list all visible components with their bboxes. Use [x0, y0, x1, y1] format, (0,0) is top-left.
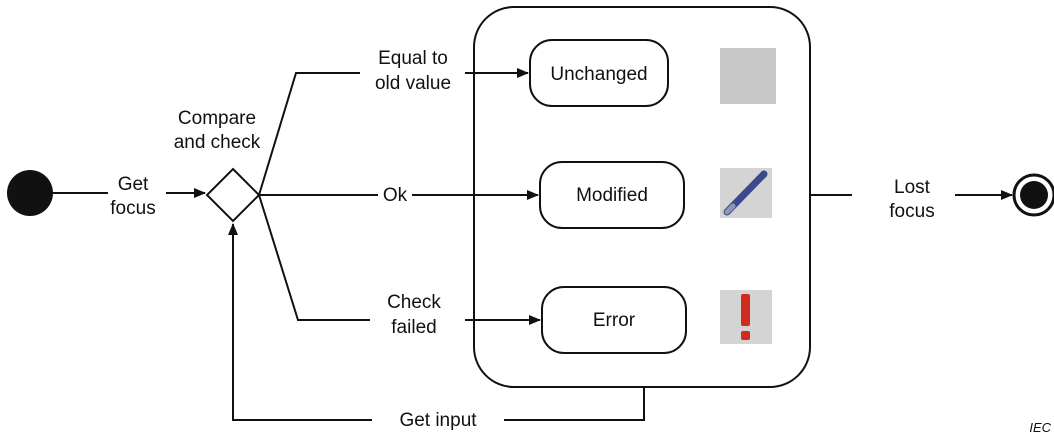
lost-focus-label-line1: Lost	[894, 177, 931, 198]
state-modified	[539, 161, 685, 229]
iec-mark: IEC	[1029, 420, 1051, 435]
final-node-inner	[1020, 181, 1048, 209]
decision-node	[205, 167, 261, 223]
check-failed-label-line1: Check	[387, 292, 441, 313]
gray-square-icon	[720, 48, 776, 104]
state-unchanged-label: Unchanged	[550, 64, 647, 85]
equal-label-line2: old value	[375, 73, 451, 94]
get-input-loop-line-right	[504, 387, 645, 421]
get-input-label: Get input	[399, 410, 477, 431]
pen-icon	[720, 168, 772, 218]
initial-node	[7, 170, 53, 216]
state-error	[541, 286, 687, 354]
state-modified-label: Modified	[576, 185, 648, 206]
decision-label-line2: and check	[174, 132, 261, 153]
state-error-label: Error	[593, 310, 636, 331]
check-failed-branch-line	[258, 194, 370, 321]
get-focus-label-line2: focus	[110, 198, 155, 219]
get-input-loop-line-left	[228, 223, 372, 421]
decision-label-line1: Compare	[178, 108, 256, 129]
state-unchanged	[529, 39, 669, 107]
equal-branch-line	[258, 72, 360, 196]
lost-focus-label-line2: focus	[889, 201, 934, 222]
check-failed-label-line2: failed	[391, 317, 436, 338]
equal-label-line1: Equal to	[378, 48, 448, 69]
exclamation-icon	[720, 290, 772, 344]
ok-label: Ok	[383, 185, 408, 206]
get-focus-label-line1: Get	[118, 174, 149, 195]
